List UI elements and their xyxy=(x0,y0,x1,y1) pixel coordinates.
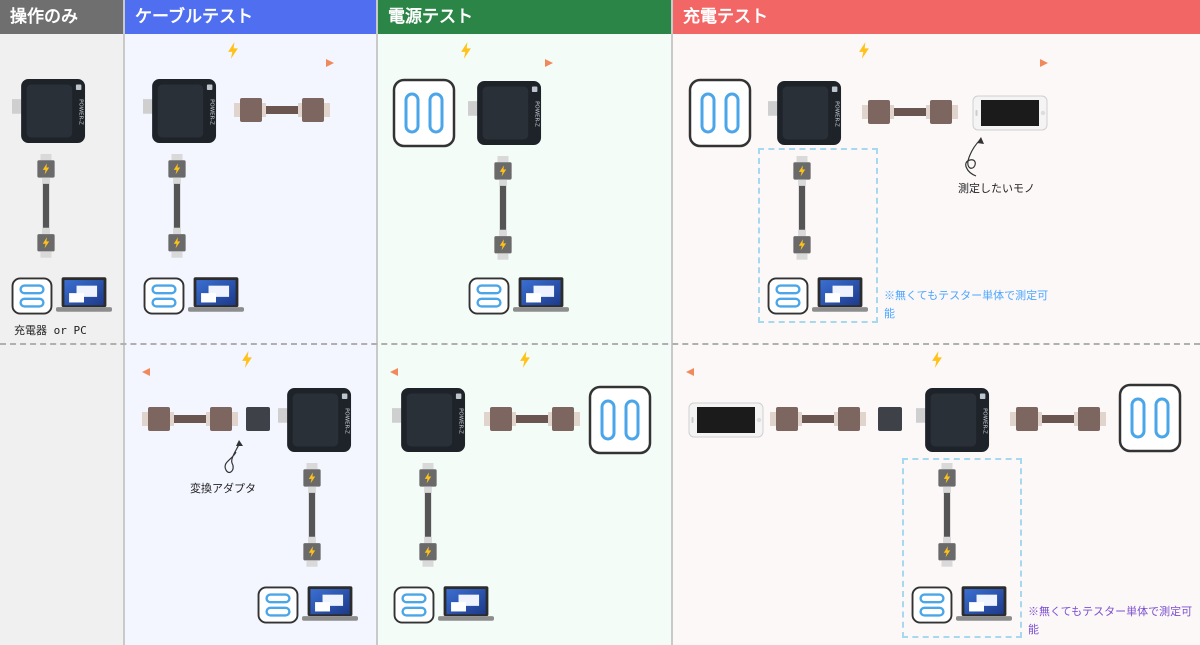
tester-device xyxy=(278,388,352,452)
conversion-adapter xyxy=(246,407,270,431)
flow-arrow-power-bottom xyxy=(390,351,654,376)
column-title-charge-test: 充電テスト xyxy=(673,0,1200,34)
label-measure-target: 測定したいモノ xyxy=(958,182,1035,195)
note-optional-bottom: ※無くてもテスター単体で測定可能 xyxy=(1028,605,1193,636)
laptop-icon xyxy=(956,586,1012,621)
charger-icon xyxy=(11,277,53,315)
charger-icon xyxy=(257,586,299,624)
tester-device xyxy=(916,388,990,452)
column-separator xyxy=(376,0,378,645)
pointer-curl xyxy=(965,139,981,177)
column-title-cable-test: ケーブルテスト xyxy=(125,0,376,34)
usb-cable-vertical xyxy=(494,156,511,260)
flow-arrow-charge-bottom xyxy=(686,351,1186,376)
wall-charger xyxy=(1118,383,1182,453)
label-charger-or-pc: 充電器 or PC xyxy=(14,324,87,337)
usb-cable-vertical xyxy=(168,154,185,258)
tester-device xyxy=(143,79,217,143)
usb-cable-vertical xyxy=(793,156,810,260)
usb-cable-vertical xyxy=(419,463,436,567)
charger-icon xyxy=(468,277,510,315)
note-optional-top: ※無くてもテスター単体で測定可能 xyxy=(884,289,1049,320)
usb-cable-vertical xyxy=(37,154,54,258)
pointer-curl xyxy=(224,441,241,474)
laptop-icon xyxy=(302,586,358,621)
tester-device xyxy=(392,388,466,452)
usb-cable-horizontal xyxy=(484,407,580,431)
charger-icon xyxy=(143,277,185,315)
optional-area-box xyxy=(902,458,1022,638)
laptop-icon xyxy=(438,586,494,621)
smartphone xyxy=(688,402,764,438)
usb-cable-horizontal xyxy=(862,100,958,124)
flow-arrow-cable-bottom xyxy=(142,351,358,376)
column-separator xyxy=(671,0,673,645)
column-title-power-test: 電源テスト xyxy=(378,0,671,34)
column-separator xyxy=(123,0,125,645)
laptop-icon xyxy=(188,277,244,312)
usb-cable-horizontal xyxy=(234,98,330,122)
optional-area-box xyxy=(758,148,878,323)
tester-device xyxy=(768,81,842,145)
laptop-icon xyxy=(513,277,569,312)
wall-charger xyxy=(688,78,752,148)
usb-cable-horizontal xyxy=(1010,407,1106,431)
laptop-icon xyxy=(56,277,112,312)
charger-icon xyxy=(911,586,953,624)
usb-cable-horizontal xyxy=(770,407,866,431)
label-conversion-adapter: 変換アダプタ xyxy=(190,482,256,495)
conversion-adapter xyxy=(878,407,902,431)
usb-cable-vertical xyxy=(938,463,955,567)
row-separator-dashed xyxy=(0,343,1200,345)
column-title-operation-only: 操作のみ xyxy=(0,0,123,34)
charger-icon xyxy=(767,277,809,315)
smartphone xyxy=(972,95,1048,131)
tester-device xyxy=(468,81,542,145)
wall-charger xyxy=(588,385,652,455)
tester-device xyxy=(12,79,86,143)
wall-charger xyxy=(392,78,456,148)
laptop-icon xyxy=(812,277,868,312)
usb-cable-horizontal xyxy=(142,407,238,431)
charger-icon xyxy=(393,586,435,624)
flow-arrow-cable-top xyxy=(143,42,334,67)
flow-arrow-charge-top xyxy=(690,42,1048,67)
usb-cable-vertical xyxy=(303,463,320,567)
flow-arrow-power-top xyxy=(394,42,553,67)
